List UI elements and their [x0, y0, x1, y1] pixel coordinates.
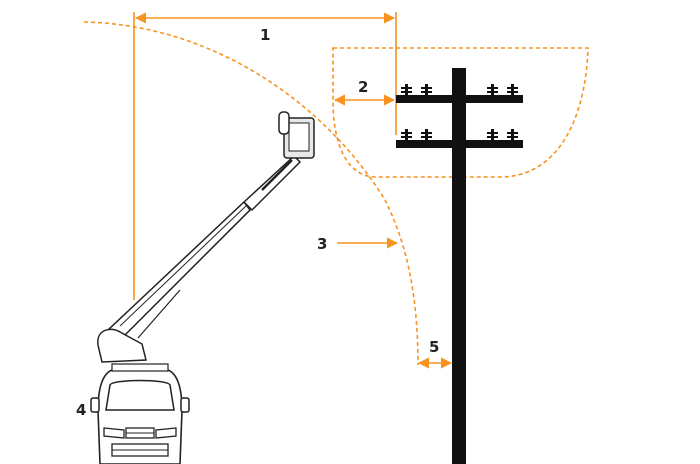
power-line-clearance-zone	[332, 47, 589, 178]
callout-3-label: 3	[317, 235, 327, 253]
dimension-2-label: 2	[358, 78, 368, 96]
lower-crossarm	[396, 140, 523, 148]
utility-pole-icon	[396, 68, 523, 464]
bucket-truck-icon	[90, 363, 190, 464]
insulator-icon	[401, 129, 518, 141]
bucket-icon	[278, 111, 315, 159]
insulator-icon	[401, 84, 518, 96]
boom-reach-envelope	[83, 21, 419, 366]
callout-4-label: 4	[76, 401, 86, 419]
upper-crossarm	[396, 95, 523, 103]
dimension-1-label: 1	[260, 26, 270, 44]
aerial-boom-icon	[97, 154, 302, 363]
dimension-5-label: 5	[429, 338, 439, 356]
